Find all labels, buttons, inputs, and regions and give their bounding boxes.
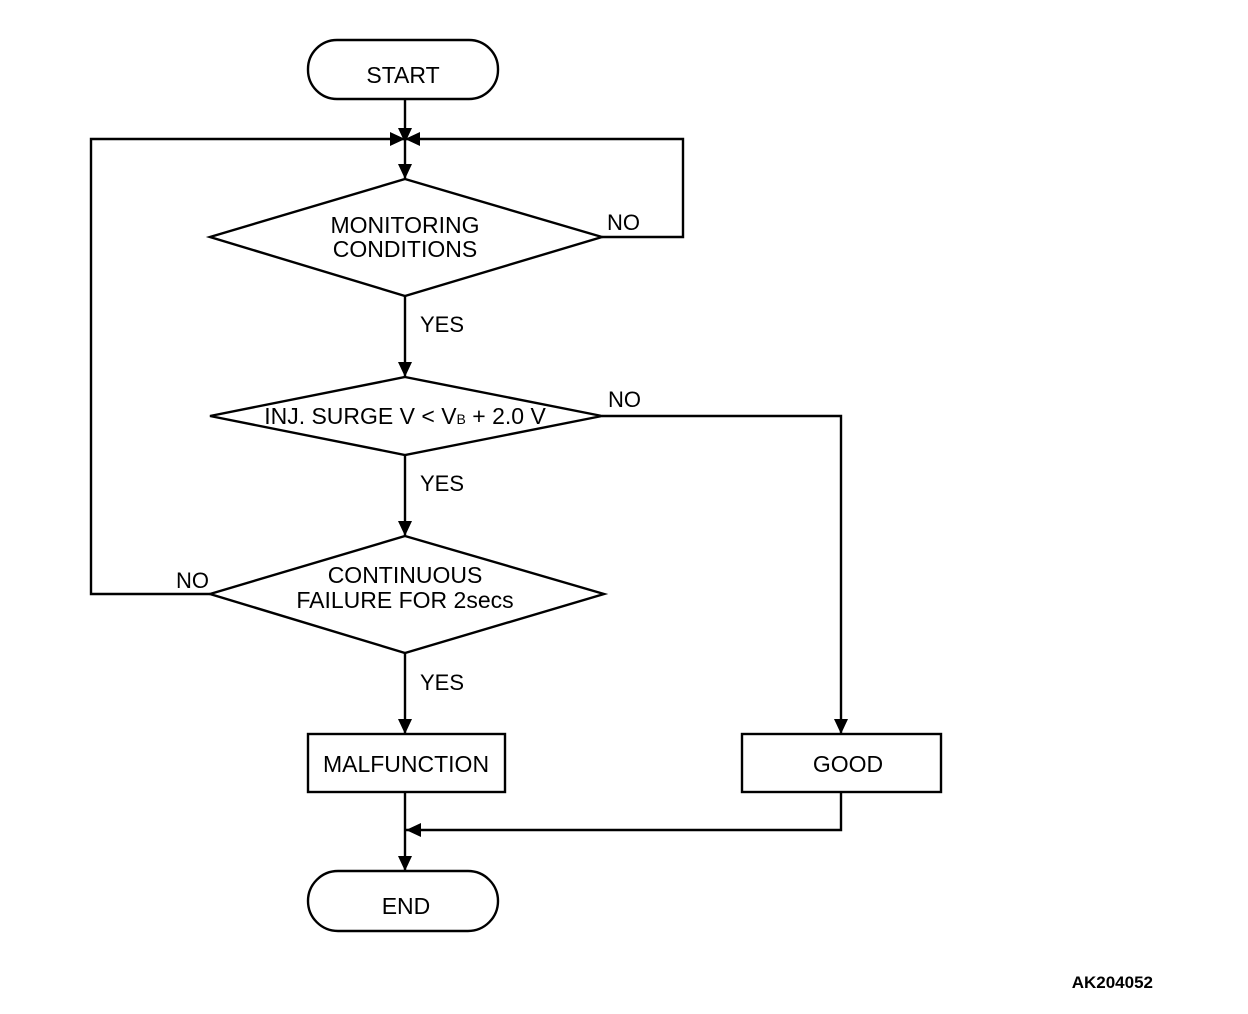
monitoring-no-label: NO — [607, 210, 640, 235]
end-terminal — [306, 869, 500, 933]
arrowhead-into-malfunction — [398, 719, 412, 734]
continuous-label-line-1: CONTINUOUS — [328, 562, 483, 588]
surge-condition-subscript: B — [457, 411, 466, 427]
arrowhead-good-merge — [406, 823, 421, 837]
arrowhead-into-end — [398, 856, 412, 871]
continuous-no-label: NO — [176, 568, 209, 593]
arrowhead-left-loop — [390, 132, 405, 146]
arrowhead-into-good — [834, 719, 848, 734]
malfunction-box — [306, 732, 507, 794]
connector-continuous-no-loop — [89, 137, 405, 596]
figure-code: AK204052 — [1072, 973, 1153, 992]
continuous-label-line-2: FAILURE FOR 2secs — [296, 587, 513, 613]
monitoring-label-line-2: CONDITIONS — [333, 236, 477, 262]
connector-good-to-end — [405, 792, 843, 832]
arrowhead-into-surge — [398, 362, 412, 377]
arrowhead-into-continuous — [398, 521, 412, 536]
surge-condition-part-1: INJ. SURGE V < V — [264, 403, 457, 429]
monitoring-yes-label: YES — [420, 312, 464, 337]
surge-yes-label: YES — [420, 471, 464, 496]
connector-surge-no-to-good — [602, 414, 843, 733]
connector-monitoring-no-loop — [405, 137, 685, 239]
continuous-yes-label: YES — [420, 670, 464, 695]
good-label: GOOD — [813, 751, 883, 777]
start-terminal — [306, 38, 500, 101]
malfunction-label: MALFUNCTION — [323, 751, 489, 777]
arrowhead-into-monitoring — [398, 164, 412, 179]
good-box — [740, 732, 943, 794]
arrowhead-merge-down — [398, 128, 412, 143]
surge-condition-label: INJ. SURGE V < VB + 2.0 V — [264, 403, 546, 429]
end-label: END — [382, 893, 431, 919]
monitoring-label-line-1: MONITORING — [330, 212, 479, 238]
surge-no-label: NO — [608, 387, 641, 412]
start-label: START — [366, 62, 439, 88]
surge-condition-part-2: + 2.0 V — [466, 403, 547, 429]
arrowhead-right-loop — [405, 132, 420, 146]
